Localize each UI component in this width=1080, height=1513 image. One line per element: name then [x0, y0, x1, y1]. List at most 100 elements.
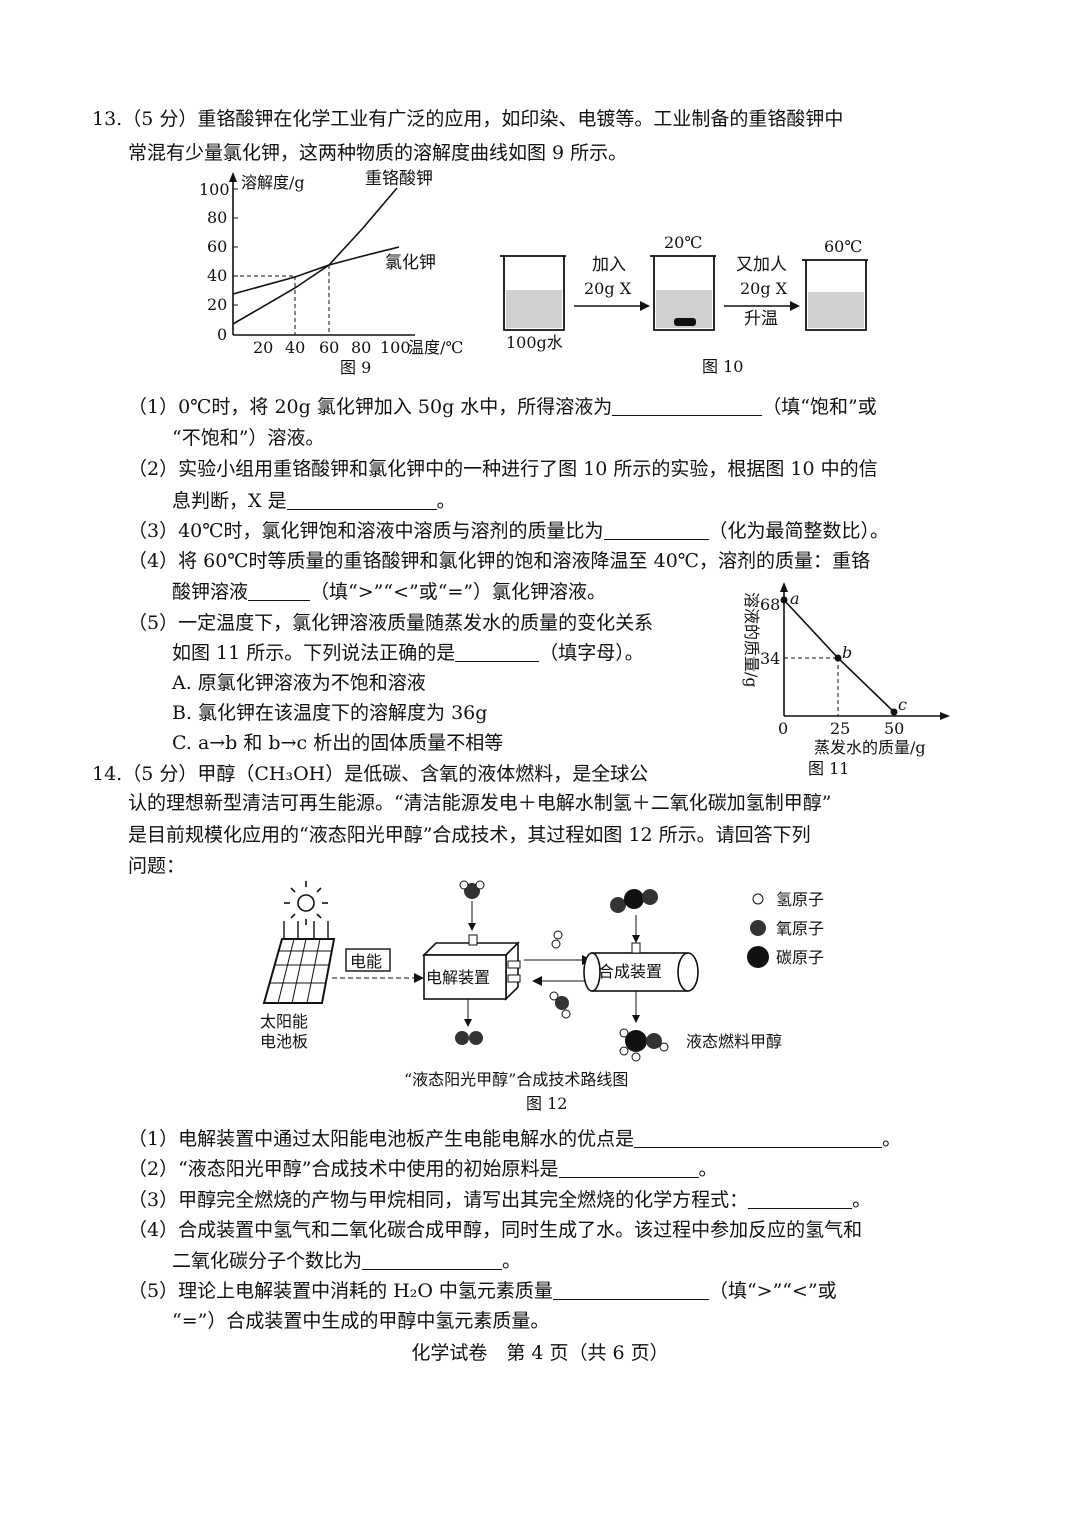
fig9-ytick: 0	[217, 325, 227, 344]
hydrogen-molecule-icon	[551, 930, 563, 949]
fig10-step1-label: 加入	[592, 255, 626, 275]
q14-part5-text: （5）理论上电解装置中消耗的 H₂O 中氢元素质量	[128, 1280, 553, 1302]
q13-option-a: A. 原氯化钾溶液为不饱和溶液	[172, 672, 426, 694]
q14-part2-answer-blank[interactable]	[558, 1157, 699, 1178]
water-molecule-icon	[459, 880, 485, 899]
q14-part3-answer-blank[interactable]	[748, 1188, 853, 1209]
legend-oxygen-icon	[750, 920, 766, 936]
q14-part5-answer-blank[interactable]	[552, 1279, 709, 1300]
q13-part5-answer-blank[interactable]	[455, 641, 540, 662]
energy-label: 电能	[350, 952, 382, 971]
fig9-series-label-dichromate: 重铬酸钾	[365, 169, 433, 189]
beaker-3	[802, 259, 868, 331]
oxygen-molecule-icon	[455, 1031, 483, 1045]
q13-part3-answer-blank[interactable]	[603, 519, 709, 540]
fig9-xtick: 40	[285, 338, 305, 357]
q13-part3: （3）40℃时，氯化钾饱和溶液中溶质与溶剂的质量比为（化为最简整数比）。	[128, 518, 889, 544]
fig11-xtick-50: 50	[884, 719, 904, 738]
fig9-ytick: 20	[207, 295, 227, 314]
fig11-xtick-0: 0	[778, 719, 788, 738]
page-footer: 化学试卷 第 4 页（共 6 页）	[411, 1342, 669, 1364]
q14-part5-hint: （填“>”“<”或	[708, 1280, 837, 1302]
q14-part4-cont: 二氧化碳分子个数比为 。	[172, 1248, 521, 1274]
electrolyzer-device	[422, 934, 521, 1001]
fig11-label-b: b	[842, 643, 852, 662]
sun-icon	[284, 881, 328, 925]
fig10-step2-label: 又加人	[736, 255, 787, 275]
legend-carbon-icon	[747, 946, 769, 968]
fig9-ytick: 60	[207, 237, 227, 256]
q13-part2-answer-blank[interactable]	[286, 489, 437, 510]
q14-part1-end: 。	[882, 1128, 902, 1150]
q14-stem-line1: 14.（5 分）甲醇（CH₃OH）是低碳、含氧的液体燃料，是全球公	[92, 763, 649, 785]
legend-oxygen-label: 氧原子	[776, 919, 824, 938]
fig11-label-a: a	[790, 589, 800, 608]
q14-stem-line2: 认的理想新型清洁可再生能源。“清洁能源发电＋电解水制氢＋二氧化碳加氢制甲醇”	[128, 792, 832, 814]
q14-part4: （4）合成装置中氢气和二氧化碳合成甲醇，同时生成了水。该过程中参加反应的氢气和	[128, 1219, 863, 1241]
fig9-xtick: 80	[351, 338, 371, 357]
fig9-curve-potassium-chloride	[232, 246, 400, 295]
fig11-point-c	[890, 708, 898, 716]
fig9-ytick: 40	[207, 266, 227, 285]
q14-part3-text: （3）甲醇完全燃烧的产物与甲烷相同，请写出其完全燃烧的化学方程式：	[128, 1189, 749, 1211]
q13-part2-end: 。	[436, 490, 456, 512]
q13-part4-text: 酸钾溶液	[172, 581, 249, 603]
fig9-series-label-kcl: 氯化钾	[385, 253, 436, 273]
fig9-ytick: 100	[199, 180, 230, 199]
beaker-1	[500, 255, 566, 331]
q13-part3-text: （3）40℃时，氯化钾饱和溶液中溶质与溶剂的质量比为	[128, 520, 604, 542]
beaker-2	[650, 255, 716, 331]
fig10-temp1: 20℃	[664, 233, 702, 252]
q14-part4-text: 二氧化碳分子个数比为	[172, 1250, 363, 1272]
q14-part4-answer-blank[interactable]	[362, 1249, 503, 1270]
q14-part3-end: 。	[852, 1189, 872, 1211]
fig11-xlabel: 蒸发水的质量/g	[814, 738, 926, 757]
figure-11-solution-mass-chart: 溶液的质量/g 68 34 0 25 50 a b c 蒸发水的质量/g 图 1…	[742, 582, 950, 778]
solar-panel-icon	[262, 938, 336, 1004]
q13-option-b: B. 氯化钾在该温度下的溶解度为 36g	[172, 702, 488, 724]
q13-part2: （2）实验小组用重铬酸钾和氯化钾中的一种进行了图 10 所示的实验，根据图 10…	[128, 458, 878, 480]
fig11-point-b	[834, 654, 842, 662]
solar-panel-label-2: 电池板	[260, 1032, 308, 1051]
water-return-molecule-icon	[549, 991, 571, 1019]
fig9-xtick: 100	[380, 338, 411, 357]
fig9-ytick: 80	[207, 208, 227, 227]
fig11-caption: 图 11	[808, 759, 849, 778]
fig11-xtick-25: 25	[830, 719, 850, 738]
synthesis-label: 合成装置	[598, 962, 662, 981]
q13-part5-cont: 如图 11 所示。下列说法正确的是 （填字母）。	[172, 640, 644, 666]
solar-panel-label: 太阳能	[260, 1012, 308, 1031]
q13-part4-answer-blank[interactable]	[248, 580, 311, 601]
q13-part5-hint: （填字母）。	[539, 642, 644, 664]
q13-part1-text: （1）0℃时，将 20g 氯化钾加入 50g 水中，所得溶液为	[128, 396, 613, 418]
fig11-ytick-34: 34	[760, 649, 780, 668]
q13-part1: （1）0℃时，将 20g 氯化钾加入 50g 水中，所得溶液为 （填“饱和”或	[128, 394, 877, 420]
q14-part5: （5）理论上电解装置中消耗的 H₂O 中氢元素质量 （填“>”“<”或	[128, 1278, 837, 1304]
q13-part1-answer-blank[interactable]	[612, 395, 763, 416]
q13-part4-hint: （填“>”“<”或“=”）氯化钾溶液。	[310, 581, 607, 603]
fig10-water-label: 100g水	[506, 333, 563, 352]
fig9-xtick: 20	[253, 338, 273, 357]
q13-part5-text: 如图 11 所示。下列说法正确的是	[172, 642, 456, 664]
q13-part5: （5）一定温度下，氯化钾溶液质量随蒸发水的质量的变化关系	[128, 612, 654, 634]
fig10-step1-amount: 20g X	[584, 279, 632, 298]
q14-part2-text: （2）“液态阳光甲醇”合成技术中使用的初始原料是	[128, 1158, 559, 1180]
legend-carbon-label: 碳原子	[776, 948, 824, 967]
product-label: 液态燃料甲醇	[686, 1032, 782, 1051]
figure-12-process-diagram: 太阳能 电池板 电能 电解装置 合成装置	[260, 880, 824, 1113]
fig10-step2-heat: 升温	[744, 309, 778, 329]
fig10-step2-amount: 20g X	[740, 279, 788, 298]
fig9-xlabel: 温度/℃	[408, 338, 463, 357]
q13-part1-hint: （填“饱和”或	[762, 396, 877, 418]
q14-part1-answer-blank[interactable]	[634, 1127, 883, 1148]
legend-hydrogen-icon	[752, 893, 764, 905]
q14-part4-end: 。	[502, 1250, 522, 1272]
q13-part1-cont: “不饱和”）溶液。	[172, 427, 325, 449]
fig11-point-a	[780, 596, 788, 604]
q13-part2-cont: 息判断，X 是。	[172, 488, 456, 514]
fig9-xtick: 60	[319, 338, 339, 357]
fig12-caption: 图 12	[526, 1094, 567, 1113]
electrolyzer-label: 电解装置	[426, 968, 490, 987]
q13-stem-line2: 常混有少量氯化钾，这两种物质的溶解度曲线如图 9 所示。	[128, 142, 628, 164]
sun-rays-arrows	[283, 921, 329, 939]
